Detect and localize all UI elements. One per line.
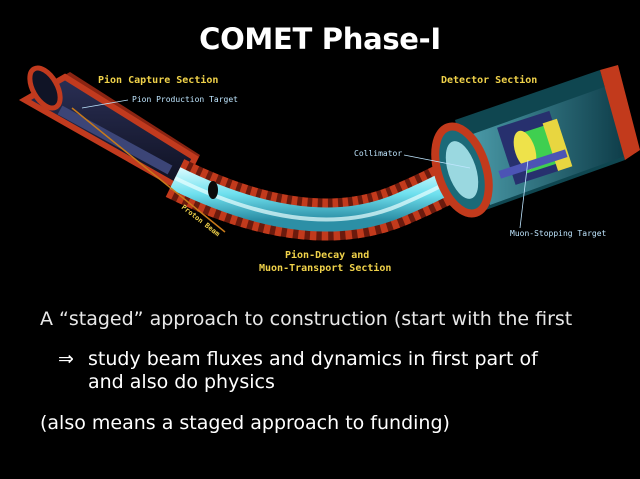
- detector-section-label: Detector Section: [441, 74, 537, 86]
- slide-title: COMET Phase-I: [0, 22, 640, 56]
- transport-section-label-line2: Muon-Transport Section: [259, 262, 391, 274]
- detector-solenoid: [425, 65, 640, 220]
- collimator-label: Collimator: [354, 149, 402, 158]
- muon-stopping-target-label: Muon-Stopping Target: [510, 229, 607, 238]
- bullet-beam-study: ⇒study beam fluxes and dynamics in first…: [58, 348, 538, 394]
- bullet-beam-study-text: study beam fluxes and dynamics in first …: [88, 348, 538, 370]
- comet-phase1-diagram: Pion Capture Section Detector Section Pi…: [0, 55, 640, 285]
- bullet-staged-funding: (also means a staged approach to funding…: [40, 412, 450, 434]
- bullet-beam-study-continuation: and also do physics: [58, 371, 538, 394]
- pion-production-target-label: Pion Production Target: [132, 95, 238, 104]
- implies-arrow-icon: ⇒: [58, 348, 88, 371]
- transport-section-label-line1: Pion-Decay and: [285, 249, 369, 261]
- bullet-staged-approach: A “staged” approach to construction (sta…: [40, 308, 572, 330]
- pion-capture-section-label: Pion Capture Section: [98, 74, 218, 86]
